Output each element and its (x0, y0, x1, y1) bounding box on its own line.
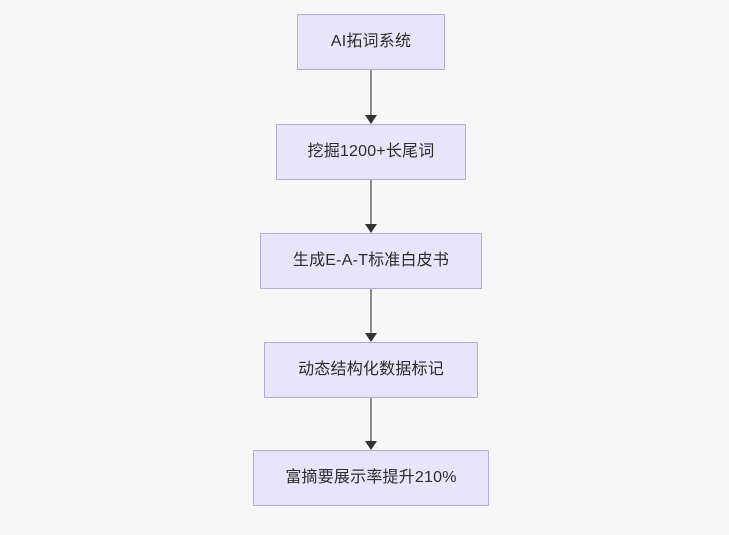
edge-line-icon (370, 398, 372, 441)
flow-node-label: 动态结构化数据标记 (298, 361, 444, 378)
flow-edge-n4-to-n5 (364, 398, 378, 450)
flow-node-n1[interactable]: AI拓词系统 (297, 14, 445, 70)
flow-edge-n2-to-n3 (364, 180, 378, 233)
flow-node-label: AI拓词系统 (330, 33, 412, 50)
flow-edge-n3-to-n4 (364, 289, 378, 342)
arrowhead-down-icon (365, 115, 377, 124)
flow-node-label: 生成E-A-T标准白皮书 (292, 252, 450, 269)
flow-node-label: 富摘要展示率提升210% (285, 469, 457, 486)
flow-node-label: 挖掘1200+长尾词 (307, 143, 435, 160)
flow-node-n3[interactable]: 生成E-A-T标准白皮书 (260, 233, 482, 289)
flow-edge-n1-to-n2 (364, 70, 378, 124)
edge-line-icon (370, 180, 372, 224)
flow-node-n4[interactable]: 动态结构化数据标记 (264, 342, 478, 398)
flow-node-n5[interactable]: 富摘要展示率提升210% (253, 450, 489, 506)
arrowhead-down-icon (365, 441, 377, 450)
edge-line-icon (370, 289, 372, 333)
flow-node-n2[interactable]: 挖掘1200+长尾词 (276, 124, 466, 180)
arrowhead-down-icon (365, 333, 377, 342)
arrowhead-down-icon (365, 224, 377, 233)
edge-line-icon (370, 70, 372, 115)
